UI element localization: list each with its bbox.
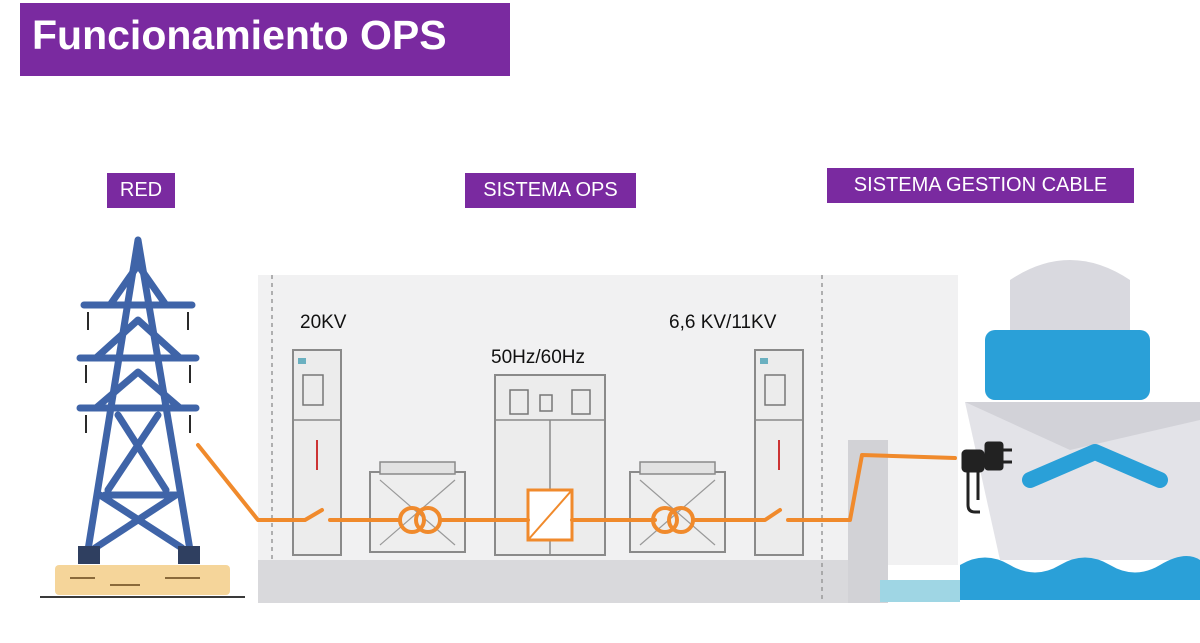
voltage-in-label: 20KV bbox=[300, 312, 347, 333]
section-label-red: RED bbox=[107, 173, 175, 208]
ship-icon bbox=[960, 260, 1200, 600]
converter-cabinet-icon bbox=[494, 374, 606, 556]
power-cable-line bbox=[196, 443, 957, 534]
transformer-left-icon bbox=[369, 461, 466, 553]
dock-block bbox=[848, 440, 888, 603]
switchgear-left-icon bbox=[292, 349, 342, 556]
transformer-right-icon bbox=[629, 461, 726, 553]
section-label-ops: SISTEMA OPS bbox=[465, 173, 636, 208]
power-tower-icon bbox=[40, 236, 245, 598]
voltage-out-label: 6,6 KV/11KV bbox=[669, 312, 777, 333]
ground-slab bbox=[258, 560, 883, 603]
frequency-label: 50Hz/60Hz bbox=[491, 347, 585, 368]
water-strip bbox=[880, 580, 960, 602]
page-title: Funcionamiento OPS bbox=[20, 3, 510, 76]
plug-icon bbox=[961, 441, 1012, 514]
switchgear-right-icon bbox=[754, 349, 804, 556]
section-label-cable: SISTEMA GESTION CABLE bbox=[827, 168, 1134, 203]
